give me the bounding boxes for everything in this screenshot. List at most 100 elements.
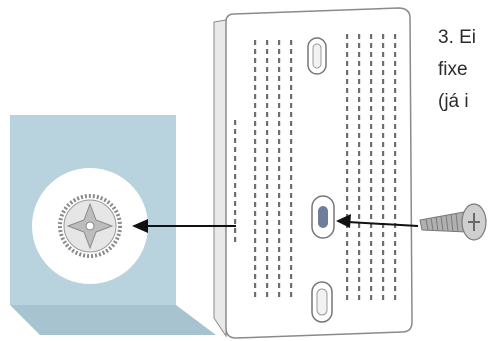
vent-slot — [290, 283, 293, 288]
vent-slot — [394, 250, 397, 255]
vent-slot — [370, 79, 373, 84]
vent-slot — [346, 160, 349, 165]
vent-slot — [234, 120, 237, 125]
vent-slot — [394, 52, 397, 57]
vent-slot — [266, 49, 269, 54]
phillips-cross-icon — [468, 213, 480, 231]
vent-slot — [254, 211, 257, 216]
vent-slot — [266, 202, 269, 207]
vent-slot — [394, 205, 397, 210]
vent-slot — [358, 160, 361, 165]
vent-slot — [278, 229, 281, 234]
vent-slot — [254, 85, 257, 90]
vent-slot — [358, 196, 361, 201]
vent-slot — [370, 259, 373, 264]
vent-slot — [370, 43, 373, 48]
vent-slot — [278, 76, 281, 81]
vent-slot — [346, 115, 349, 120]
vent-slot — [394, 70, 397, 75]
vent-slot — [278, 166, 281, 171]
vent-slot — [290, 148, 293, 153]
vent-slot — [370, 196, 373, 201]
vent-slot — [254, 256, 257, 261]
vent-slot — [370, 250, 373, 255]
vent-slot — [382, 232, 385, 237]
arrow-to-anchor — [132, 219, 236, 233]
vent-slot — [290, 193, 293, 198]
vent-slot — [346, 88, 349, 93]
vent-slot — [290, 247, 293, 252]
vent-slot — [234, 228, 237, 233]
vent-slot — [394, 106, 397, 111]
vent-slot — [290, 103, 293, 108]
vent-slot — [234, 165, 237, 170]
vent-slot — [266, 85, 269, 90]
vent-slot — [394, 43, 397, 48]
vent-slot — [346, 232, 349, 237]
vent-slot — [278, 292, 281, 297]
vent-slot — [382, 61, 385, 66]
vent-slot — [382, 295, 385, 300]
vent-slot — [290, 130, 293, 135]
vent-slot — [278, 40, 281, 45]
vent-slot — [278, 202, 281, 207]
anchor-center — [85, 221, 95, 231]
vent-slot — [290, 166, 293, 171]
vent-slot — [382, 187, 385, 192]
vent-slot — [278, 130, 281, 135]
vent-slot — [266, 175, 269, 180]
vent-slot — [394, 232, 397, 237]
vent-slot — [382, 124, 385, 129]
vent-slot — [234, 183, 237, 188]
vent-slot — [394, 124, 397, 129]
vent-slot — [358, 43, 361, 48]
vent-slot — [346, 169, 349, 174]
vent-slot — [254, 58, 257, 63]
vent-slot — [254, 166, 257, 171]
vent-slot — [394, 277, 397, 282]
vent-slot — [358, 250, 361, 255]
vent-slot — [382, 286, 385, 291]
vent-slot — [346, 250, 349, 255]
vent-slot — [394, 160, 397, 165]
vent-slot — [382, 142, 385, 147]
vent-slot — [290, 238, 293, 243]
instruction-line-2: fixe — [438, 59, 468, 80]
vent-slot — [358, 295, 361, 300]
vent-slot — [254, 157, 257, 162]
vent-slot — [266, 184, 269, 189]
vent-slot — [358, 151, 361, 156]
vent-slot — [266, 148, 269, 153]
vent-slot — [346, 295, 349, 300]
vent-slot — [278, 103, 281, 108]
vent-slot — [346, 205, 349, 210]
vent-slot — [394, 268, 397, 273]
vent-slot — [346, 61, 349, 66]
vent-slot — [370, 88, 373, 93]
vent-slot — [382, 97, 385, 102]
vent-slot — [370, 205, 373, 210]
vent-slot — [346, 133, 349, 138]
vent-slot — [290, 112, 293, 117]
vent-slot — [234, 138, 237, 143]
vent-slot — [266, 256, 269, 261]
vent-slots — [234, 34, 397, 300]
vent-slot — [254, 193, 257, 198]
vent-slot — [278, 175, 281, 180]
vent-slot — [370, 223, 373, 228]
plate-body — [225, 7, 413, 339]
vent-slot — [370, 232, 373, 237]
vent-slot — [254, 202, 257, 207]
vent-slot — [382, 160, 385, 165]
bottom-slot-inner — [316, 288, 328, 316]
instruction-line-3: (já i — [438, 91, 469, 112]
vent-slot — [278, 184, 281, 189]
vent-slot — [370, 160, 373, 165]
vent-slot — [394, 169, 397, 174]
vent-slot — [382, 205, 385, 210]
vent-slot — [346, 259, 349, 264]
arrow-from-screw — [336, 214, 419, 228]
vent-slot — [266, 238, 269, 243]
vent-slot — [370, 115, 373, 120]
vent-slot — [358, 268, 361, 273]
